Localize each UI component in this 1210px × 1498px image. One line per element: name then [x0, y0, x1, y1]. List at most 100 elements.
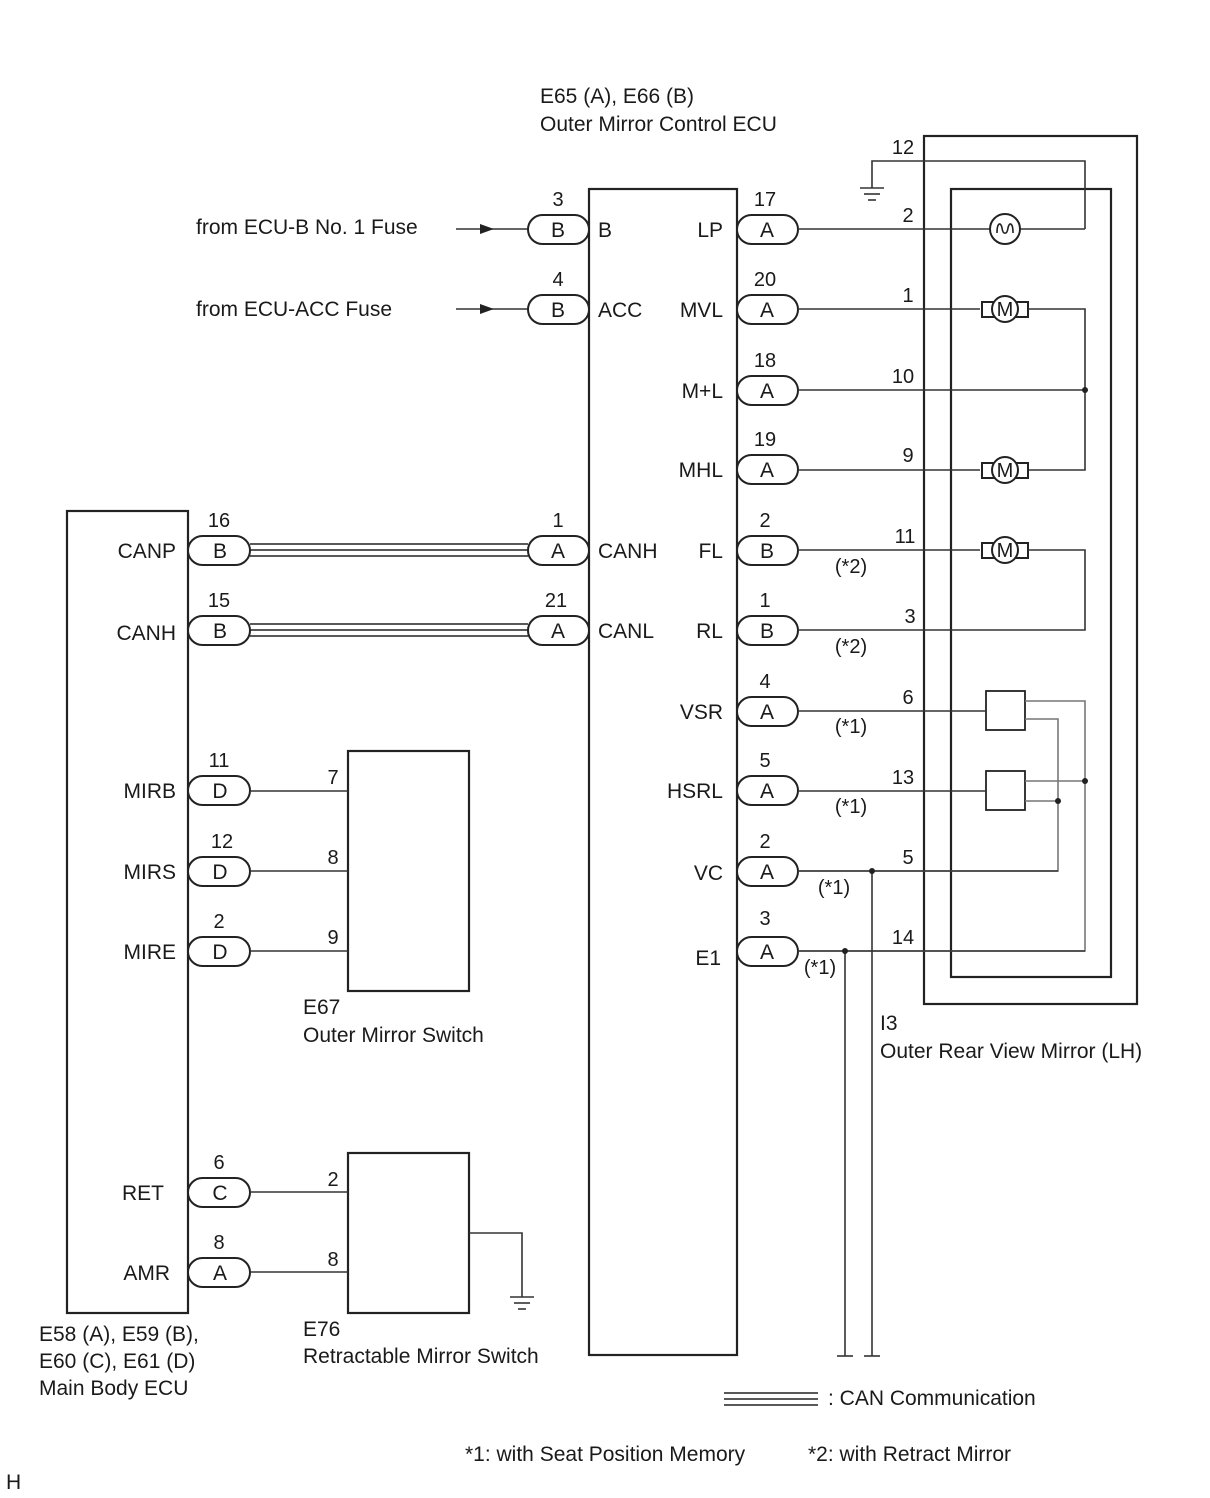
- junction-e1: [842, 948, 848, 954]
- main-body-terminal-mirs: 12 D MIRS: [124, 831, 251, 887]
- retract-switch-pin-8: 8: [327, 1249, 338, 1271]
- ground-symbol-mirror: [860, 187, 884, 201]
- note-rl: (*2): [835, 636, 867, 658]
- main-body-terminal-ret: 6 C RET: [122, 1152, 251, 1208]
- mirror-switch-pin-7: 7: [327, 767, 338, 789]
- svg-text:A: A: [551, 540, 565, 563]
- svg-text:B: B: [760, 540, 774, 563]
- fuse-ecu-b-label: from ECU-B No. 1 Fuse: [196, 216, 418, 239]
- note-vsr: (*1): [835, 716, 867, 738]
- main-body-terminal-amr: 8 A AMR: [123, 1232, 251, 1288]
- svg-text:A: A: [760, 219, 774, 242]
- svg-text:12: 12: [211, 831, 233, 853]
- svg-text:M: M: [997, 460, 1014, 482]
- svg-text:A: A: [760, 861, 774, 884]
- svg-text:B: B: [551, 219, 565, 242]
- ecu-right-terminal-mvl: 20 A MVL: [680, 269, 799, 325]
- vertical-position-sensor: [985, 690, 1026, 731]
- retract-switch-pin-2: 2: [327, 1169, 338, 1191]
- note-2-legend: *2: with Retract Mirror: [808, 1443, 1011, 1466]
- ecu-right-terminal-vc: 2 A VC: [694, 831, 799, 887]
- ecu-right-terminal-vsr: 4 A VSR: [680, 671, 799, 727]
- svg-text:4: 4: [552, 269, 563, 291]
- ecu-right-terminal-fl: 2 B FL: [698, 510, 799, 566]
- svg-text:LP: LP: [697, 219, 723, 242]
- svg-text:A: A: [760, 380, 774, 403]
- svg-text:MIRE: MIRE: [124, 941, 177, 964]
- ecu-left-terminal-acc: 4 B ACC: [527, 269, 642, 325]
- svg-text:M: M: [997, 540, 1014, 562]
- svg-text:VC: VC: [694, 862, 723, 885]
- ecu-left-terminal-canl: 21 A CANL: [527, 590, 654, 646]
- svg-text:11: 11: [209, 750, 230, 772]
- can-bus-canh: [250, 543, 528, 557]
- svg-text:2: 2: [759, 831, 770, 853]
- mirror-pin-9: 9: [902, 445, 913, 467]
- svg-text:3: 3: [759, 908, 770, 930]
- main-body-terminal-canp: 16 B CANP: [118, 510, 251, 566]
- svg-text:RET: RET: [122, 1182, 164, 1205]
- can-legend-symbol: [724, 1392, 818, 1406]
- svg-text:A: A: [213, 1262, 227, 1285]
- note-fl: (*2): [835, 556, 867, 578]
- svg-text:VSR: VSR: [680, 701, 723, 724]
- retract-switch-connector: E76: [303, 1318, 340, 1341]
- mirror-switch-pin-9: 9: [327, 927, 338, 949]
- mirror-pin-1: 1: [902, 285, 913, 307]
- mirror-pin-10: 10: [892, 366, 914, 388]
- svg-text:B: B: [551, 299, 565, 322]
- ground-symbol-retract: [510, 1296, 534, 1310]
- ecu-right-terminal-m-plus-l: 18 A M+L: [682, 350, 799, 406]
- svg-text:D: D: [212, 941, 227, 964]
- mirror-pin12-ground-wire: [871, 160, 1086, 229]
- ecu-connector-label: E65 (A), E66 (B): [540, 85, 694, 108]
- mirror-switch-connector: E67: [303, 996, 340, 1019]
- junction-sensor-lower: [1055, 798, 1061, 804]
- svg-text:A: A: [760, 701, 774, 724]
- main-body-connectors-line2: E60 (C), E61 (D): [39, 1350, 195, 1373]
- ecu-right-terminal-e1: 3 A E1: [695, 908, 799, 970]
- svg-text:MVL: MVL: [680, 299, 723, 322]
- svg-text:C: C: [212, 1182, 227, 1205]
- note-hsrl: (*1): [835, 796, 867, 818]
- motor-vertical-icon: M: [981, 295, 1029, 323]
- motor-retract-icon: M: [981, 536, 1029, 564]
- svg-text:CANP: CANP: [118, 540, 176, 563]
- svg-text:CANH: CANH: [598, 540, 658, 563]
- mirror-pin-14: 14: [892, 927, 914, 949]
- svg-text:17: 17: [754, 189, 776, 211]
- mirror-pin-13: 13: [892, 767, 914, 789]
- ecu-name-label: Outer Mirror Control ECU: [540, 113, 777, 136]
- svg-text:CANL: CANL: [598, 620, 654, 643]
- can-legend-label: : CAN Communication: [828, 1387, 1036, 1410]
- mirror-switch-name: Outer Mirror Switch: [303, 1024, 484, 1047]
- ecu-right-terminal-rl: 1 B RL: [696, 590, 799, 646]
- note-1-legend: *1: with Seat Position Memory: [465, 1443, 746, 1466]
- main-body-name: Main Body ECU: [39, 1377, 188, 1400]
- svg-text:4: 4: [759, 671, 770, 693]
- svg-text:2: 2: [213, 911, 224, 933]
- fuse-ecu-acc-arrow: [480, 304, 494, 314]
- main-body-terminal-mire: 2 D MIRE: [124, 911, 251, 967]
- svg-text:18: 18: [754, 350, 776, 372]
- svg-text:1: 1: [552, 510, 563, 532]
- fuse-ecu-b-arrow: [480, 224, 494, 234]
- svg-text:5: 5: [759, 750, 770, 772]
- svg-text:CANH: CANH: [116, 622, 176, 645]
- mirror-name-label: Outer Rear View Mirror (LH): [880, 1040, 1142, 1063]
- fuse-ecu-acc-label: from ECU-ACC Fuse: [196, 298, 392, 321]
- svg-text:8: 8: [213, 1232, 224, 1254]
- note-vc: (*1): [818, 877, 850, 899]
- svg-text:FL: FL: [698, 540, 723, 563]
- motor-horizontal-icon: M: [981, 456, 1029, 484]
- svg-text:MIRB: MIRB: [124, 780, 177, 803]
- svg-text:A: A: [760, 780, 774, 803]
- can-bus-canl: [250, 623, 528, 637]
- svg-text:D: D: [212, 861, 227, 884]
- mirror-pin-5: 5: [902, 847, 913, 869]
- outer-rear-view-mirror-outer-box: [922, 134, 1139, 1006]
- retract-switch-ground-wire: [469, 1232, 523, 1297]
- svg-text:2: 2: [759, 510, 770, 532]
- outer-rear-view-mirror-inner-box: [949, 187, 1113, 979]
- mirror-connector-label: I3: [880, 1012, 898, 1035]
